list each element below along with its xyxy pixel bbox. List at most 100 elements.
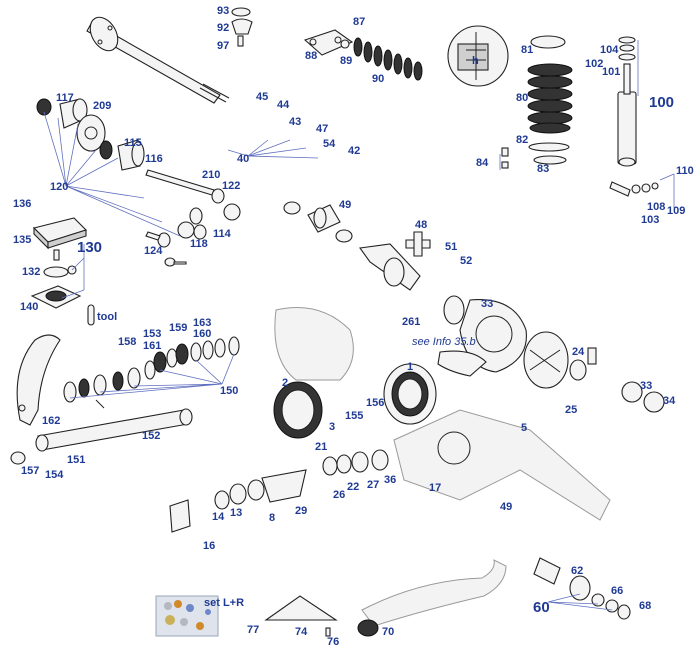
callout-62: 62 [571,565,583,577]
link-end-fittings[interactable] [145,221,207,267]
callout-13: 13 [230,507,242,519]
callout-156: 156 [366,397,384,409]
spring-height-detail [447,25,509,87]
callout-set-lr: set L+R [204,597,244,609]
rubber-pad[interactable] [32,217,88,250]
callout-110: 110 [676,165,694,177]
axle-boot-large[interactable] [383,363,437,425]
callout-17: 17 [429,482,441,494]
callout-151: 151 [67,454,85,466]
callout-74: 74 [295,626,308,638]
callout-160: 160 [193,328,211,340]
callout-130: 130 [77,239,102,256]
callout-150: 150 [220,385,238,397]
callout-136: 136 [13,198,31,210]
callout-117: 117 [56,92,74,104]
callout-161: 161 [143,340,161,352]
callout-140: 140 [20,301,38,313]
callout-h: h [472,55,479,67]
callout-210: 210 [202,169,220,181]
pivot-shaft[interactable] [10,399,193,465]
callout-209: 209 [93,100,111,112]
callout-labels: 93 92 97 87 88 89 90 81 h 80 82 83 84 10… [13,5,694,646]
callout-82: 82 [516,134,528,146]
callout-27: 27 [367,479,379,491]
callout-80: 80 [516,92,528,104]
callout-25: 25 [565,404,577,416]
stub-axle[interactable] [169,469,307,533]
shock-mount-hardware[interactable] [609,181,659,197]
callout-48: 48 [415,219,427,231]
callout-26: 26 [333,489,345,501]
axle-housing[interactable] [393,409,611,521]
callout-122: 122 [222,180,240,192]
callout-132: 132 [22,266,40,278]
callout-60: 60 [533,599,550,616]
control-arm[interactable] [16,334,61,426]
support-bracket[interactable] [264,595,338,637]
callout-21: 21 [315,441,327,453]
coil-spring-small[interactable] [353,37,423,81]
callout-47: 47 [316,123,328,135]
bushing-stack[interactable] [63,336,240,403]
callout-33-top: 33 [481,298,493,310]
mount-130[interactable] [30,249,82,309]
shock-absorber[interactable] [617,36,637,167]
callout-44: 44 [277,99,290,111]
callout-163: 163 [193,317,211,329]
callout-90: 90 [372,73,384,85]
side-bearings[interactable] [621,381,665,413]
callout-100: 100 [649,94,674,111]
rubber-mount-set[interactable] [36,98,145,171]
spring-bracket[interactable] [303,29,354,56]
hub-bearings[interactable] [322,449,389,476]
callout-108: 108 [647,201,665,213]
axle-shaft[interactable] [85,12,230,104]
callout-1: 1 [407,361,413,373]
special-tool[interactable] [87,304,95,326]
callout-68: 68 [639,600,651,612]
callout-22: 22 [347,481,359,493]
callout-52: 52 [460,255,472,267]
universal-joint[interactable] [405,231,431,257]
callout-101: 101 [602,66,620,78]
lower-control-arm[interactable] [357,559,507,637]
callout-43: 43 [289,116,301,128]
callout-70: 70 [382,626,394,638]
bump-stop-mount[interactable] [231,7,253,47]
callout-51: 51 [445,241,457,253]
callout-3: 3 [329,421,335,433]
leader-lines [43,40,675,611]
callout-77: 77 [247,624,259,636]
callout-49-bottom: 49 [500,501,512,513]
differential-gears[interactable] [523,331,597,389]
callout-88: 88 [305,50,317,62]
axle-boot-small[interactable] [273,381,323,439]
callout-54: 54 [323,138,336,150]
callout-36: 36 [384,474,396,486]
callout-115: 115 [124,137,142,149]
callout-154: 154 [45,469,64,481]
differential-carrier[interactable] [274,295,527,381]
trailing-link-bushings[interactable] [533,557,631,620]
callout-261: 261 [402,316,420,328]
callout-118: 118 [190,238,208,250]
see-info-note[interactable]: see Info 35.b [412,336,476,348]
callout-49-top: 49 [339,199,351,211]
callout-66: 66 [611,585,623,597]
needle-bearing-kit[interactable] [283,201,353,243]
drive-shaft-yoke[interactable] [359,243,421,291]
callout-42: 42 [348,145,360,157]
callout-81: 81 [521,44,533,56]
callout-34: 34 [663,395,676,407]
hardware-set-photo[interactable] [155,595,219,637]
main-coil-spring[interactable] [501,35,573,169]
linkage-rod[interactable] [145,169,241,225]
callout-158: 158 [118,336,136,348]
callout-tool: tool [97,311,117,323]
callout-135: 135 [13,234,31,246]
callout-89: 89 [340,55,352,67]
callout-153: 153 [143,328,161,340]
callout-93: 93 [217,5,229,17]
